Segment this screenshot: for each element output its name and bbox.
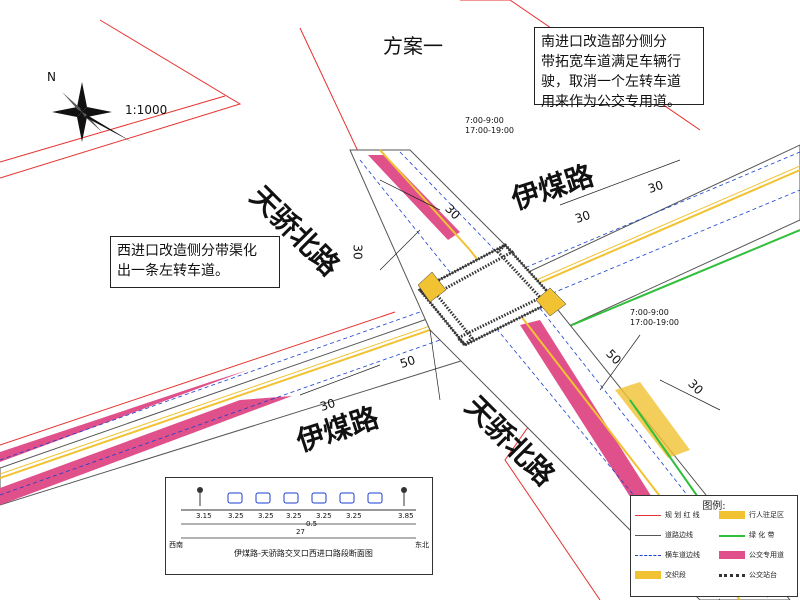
legend-label: 行人驻足区 xyxy=(749,511,784,519)
note-line: 驶，取消一个左转车道 xyxy=(541,74,681,90)
section-right-dir: 东北 xyxy=(415,541,429,549)
note-line: 南进口改造部分侧分 xyxy=(541,34,667,50)
scale-label: 1:1000 xyxy=(125,103,168,117)
cross-section-diagram: 3.15 3.25 3.25 3.25 3.25 3.25 3.85 0.5 2… xyxy=(165,477,433,575)
section-width: 3.25 xyxy=(316,512,332,520)
section-width: 3.25 xyxy=(228,512,244,520)
legend-line-icon xyxy=(635,555,661,556)
south-entrance-note: 南进口改造部分侧分 带拓宽车道满足车辆行 驶，取消一个左转车道 用来作为公交专用… xyxy=(534,27,704,110)
time-line: 17:00-19:00 xyxy=(465,126,514,135)
time-line: 17:00-19:00 xyxy=(630,318,679,327)
section-left-dir: 西南 xyxy=(169,541,183,549)
section-width: 3.25 xyxy=(346,512,362,520)
note-line: 带拓宽车道满足车辆行 xyxy=(541,54,681,70)
legend-fill-icon xyxy=(719,511,745,519)
legend-title: 图例: xyxy=(702,501,726,512)
note-line: 出一条左转车道。 xyxy=(117,263,229,279)
legend-label: 交织段 xyxy=(665,571,686,579)
legend-label: 公交站台 xyxy=(749,571,777,579)
legend-line-icon xyxy=(719,535,745,537)
section-width: 3.25 xyxy=(286,512,302,520)
cross-section-svg xyxy=(181,487,416,539)
west-entrance-note: 西进口改造侧分带渠化 出一条左转车道。 xyxy=(110,236,280,288)
legend: 图例: 规 划 红 线 道路边线 横车道边线 交织段 行人驻足区 绿 化 带 公… xyxy=(630,495,798,597)
legend-label: 公交专用道 xyxy=(749,551,784,559)
intersection-center xyxy=(417,242,567,348)
legend-fill-icon xyxy=(635,571,661,579)
north-arrow-icon xyxy=(52,82,132,142)
north-label: N xyxy=(47,70,56,84)
bus-time-south: 7:00-9:00 17:00-19:00 xyxy=(630,308,679,328)
legend-line-icon xyxy=(719,574,745,577)
section-mid: 0.5 xyxy=(306,520,318,528)
plan-title: 方案一 xyxy=(383,34,443,58)
time-line: 7:00-9:00 xyxy=(630,308,669,317)
legend-line-icon xyxy=(635,515,661,516)
legend-label: 道路边线 xyxy=(665,531,693,539)
section-total: 27 xyxy=(296,528,305,536)
section-width: 3.25 xyxy=(258,512,274,520)
section-title: 伊煤路-天骄路交叉口西进口路段断面图 xyxy=(234,549,373,558)
dim-label: 30 xyxy=(350,244,365,260)
bus-time-north: 7:00-9:00 17:00-19:00 xyxy=(465,116,514,136)
legend-label: 规 划 红 线 xyxy=(665,511,700,519)
section-width: 3.15 xyxy=(196,512,212,520)
note-line: 用来作为公交专用道。 xyxy=(541,94,681,110)
dimension-lines xyxy=(299,159,721,411)
time-line: 7:00-9:00 xyxy=(465,116,504,125)
legend-label: 绿 化 带 xyxy=(749,531,775,539)
tianjiao-road xyxy=(349,149,791,600)
legend-line-icon xyxy=(635,535,661,536)
section-width: 3.85 xyxy=(398,512,414,520)
legend-label: 横车道边线 xyxy=(665,551,700,559)
yimei-road xyxy=(0,144,800,506)
legend-fill-icon xyxy=(719,551,745,559)
note-line: 西进口改造侧分带渠化 xyxy=(117,243,257,259)
